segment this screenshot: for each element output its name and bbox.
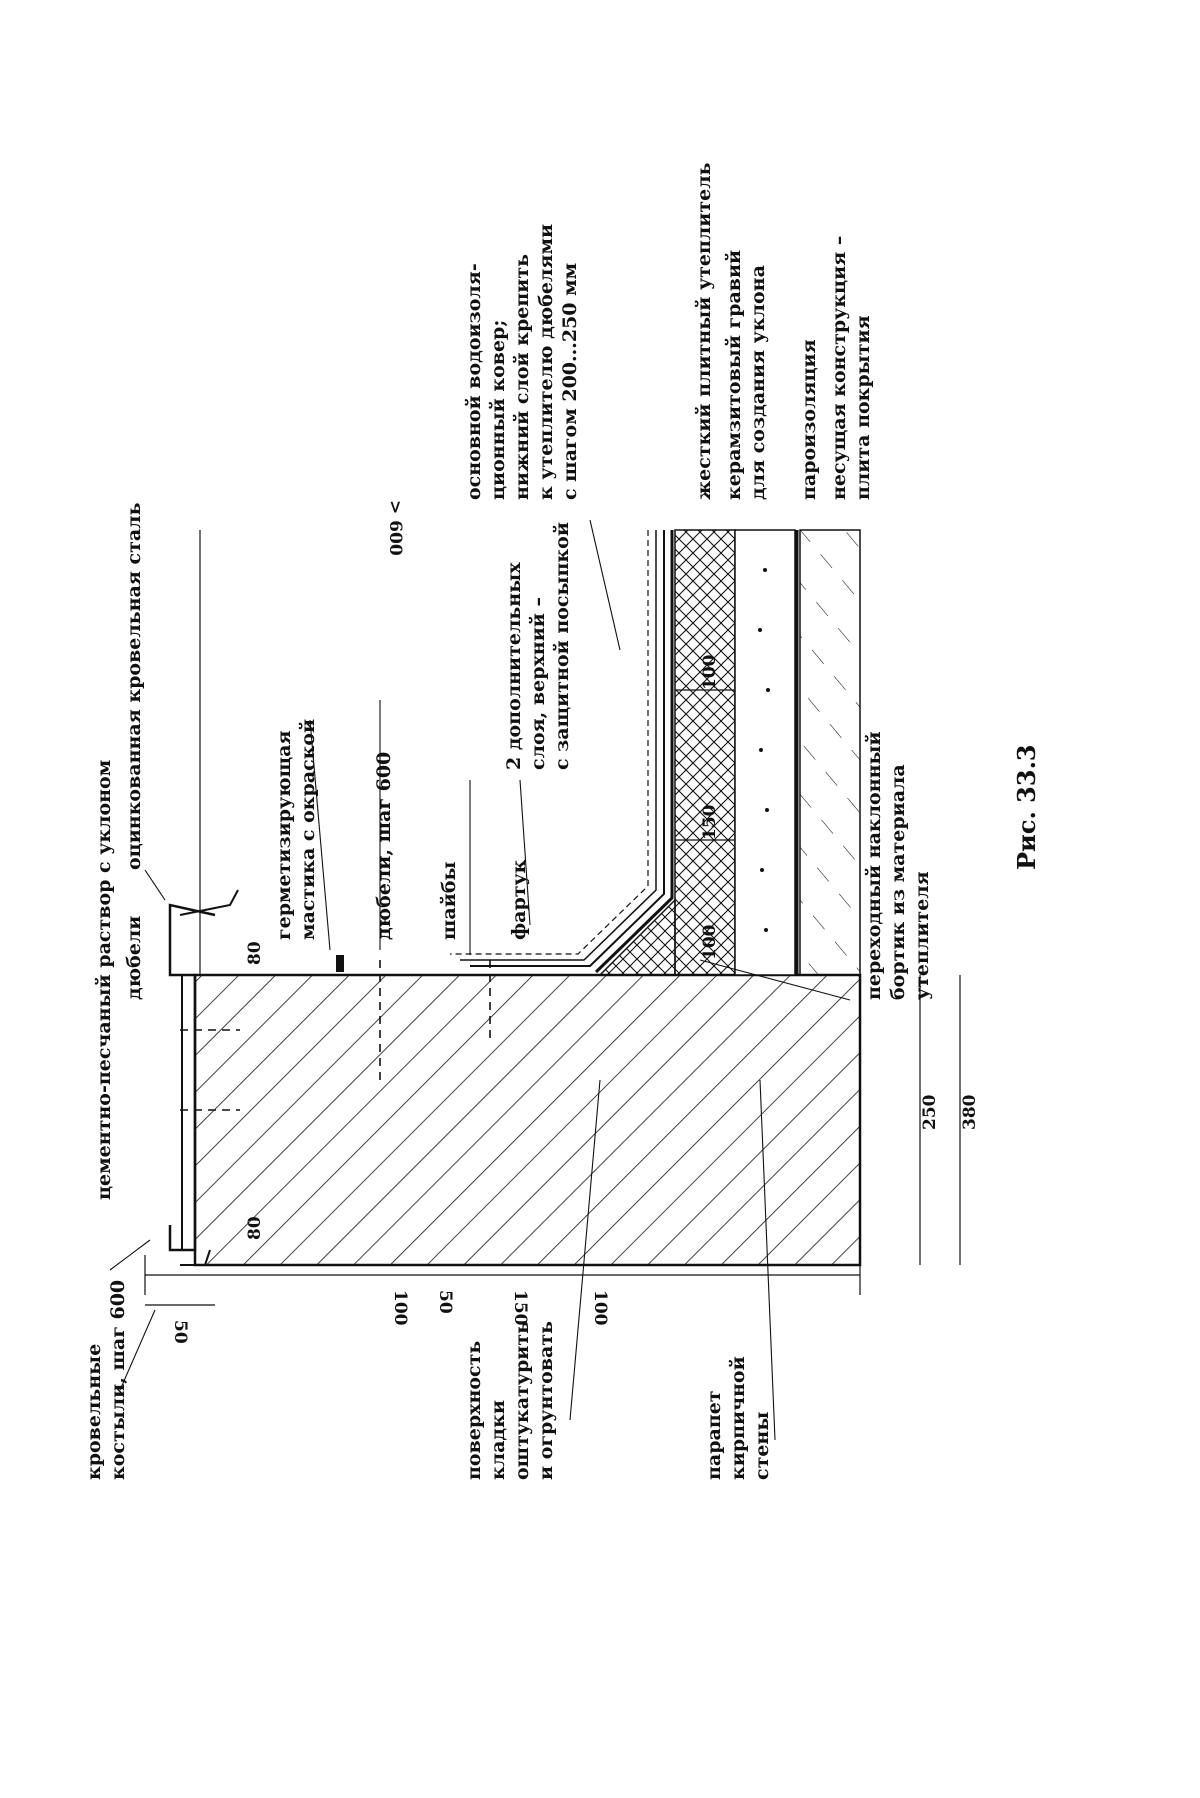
- label-main-membrane: основной водоизоля-ционный ковер;нижний …: [463, 224, 581, 500]
- label-surface-prep: поверхностькладкиоштукатуритьи огрунтова…: [463, 1321, 557, 1480]
- dim-step-50: 50: [435, 1290, 455, 1314]
- label-washers: шайбы: [438, 861, 460, 940]
- label-dowels-top: дюбели: [123, 916, 145, 1000]
- label-sealing-mastic: герметизирующаямастика с окраской: [273, 719, 319, 940]
- label-rigid-insulation: жесткий плитный утеплитель: [693, 162, 715, 500]
- dim-overhang-left: 80: [245, 1216, 265, 1240]
- label-transition-fillet: переходный наклонныйбортик из материалау…: [863, 731, 933, 1000]
- parapet-brick-section: [195, 975, 860, 1265]
- label-vapor-barrier: пароизоляция: [798, 339, 820, 500]
- dim-drip: 50: [170, 1320, 190, 1344]
- label-expanded-clay: керамзитовый гравийдля создания уклона: [723, 250, 769, 500]
- dim-wall-250: 250: [920, 1094, 940, 1130]
- label-galvanized-steel: оцинкованная кровельная сталь: [123, 502, 145, 870]
- dim-wall-380: 380: [960, 1094, 980, 1130]
- label-roofing-crutches: кровельныекостыли, шаг 600: [83, 1280, 129, 1480]
- dim-upturn-600: > 600: [385, 500, 405, 556]
- load-bearing-slab: [800, 530, 860, 975]
- dim-fillet-100a: 100: [700, 924, 720, 960]
- dim-step-150: 150: [510, 1290, 530, 1326]
- label-parapet: парапеткирпичнойстены: [703, 1356, 773, 1480]
- dim-fillet-100b: 100: [700, 654, 720, 690]
- transition-fillet: [600, 900, 675, 975]
- label-two-layers: 2 дополнительныхслоя, верхний –с защитно…: [503, 522, 573, 770]
- label-dowels-step: дюбели, шаг 600: [373, 752, 395, 940]
- label-load-bearing: несущая конструкция –плита покрытия: [828, 236, 874, 500]
- dim-step-100b: 100: [590, 1290, 610, 1326]
- dim-overhang-right: 80: [245, 941, 265, 965]
- dim-step-100a: 100: [390, 1290, 410, 1326]
- dim-fillet-150: 150: [700, 804, 720, 840]
- rigid-insulation-layer: [675, 530, 735, 975]
- label-apron: фартук: [508, 859, 530, 940]
- expanded-clay-layer: [735, 530, 795, 975]
- label-cement-mortar: цементно-песчаный раствор с уклоном: [93, 760, 115, 1200]
- figure-caption: Рис. 33.3: [1012, 744, 1041, 870]
